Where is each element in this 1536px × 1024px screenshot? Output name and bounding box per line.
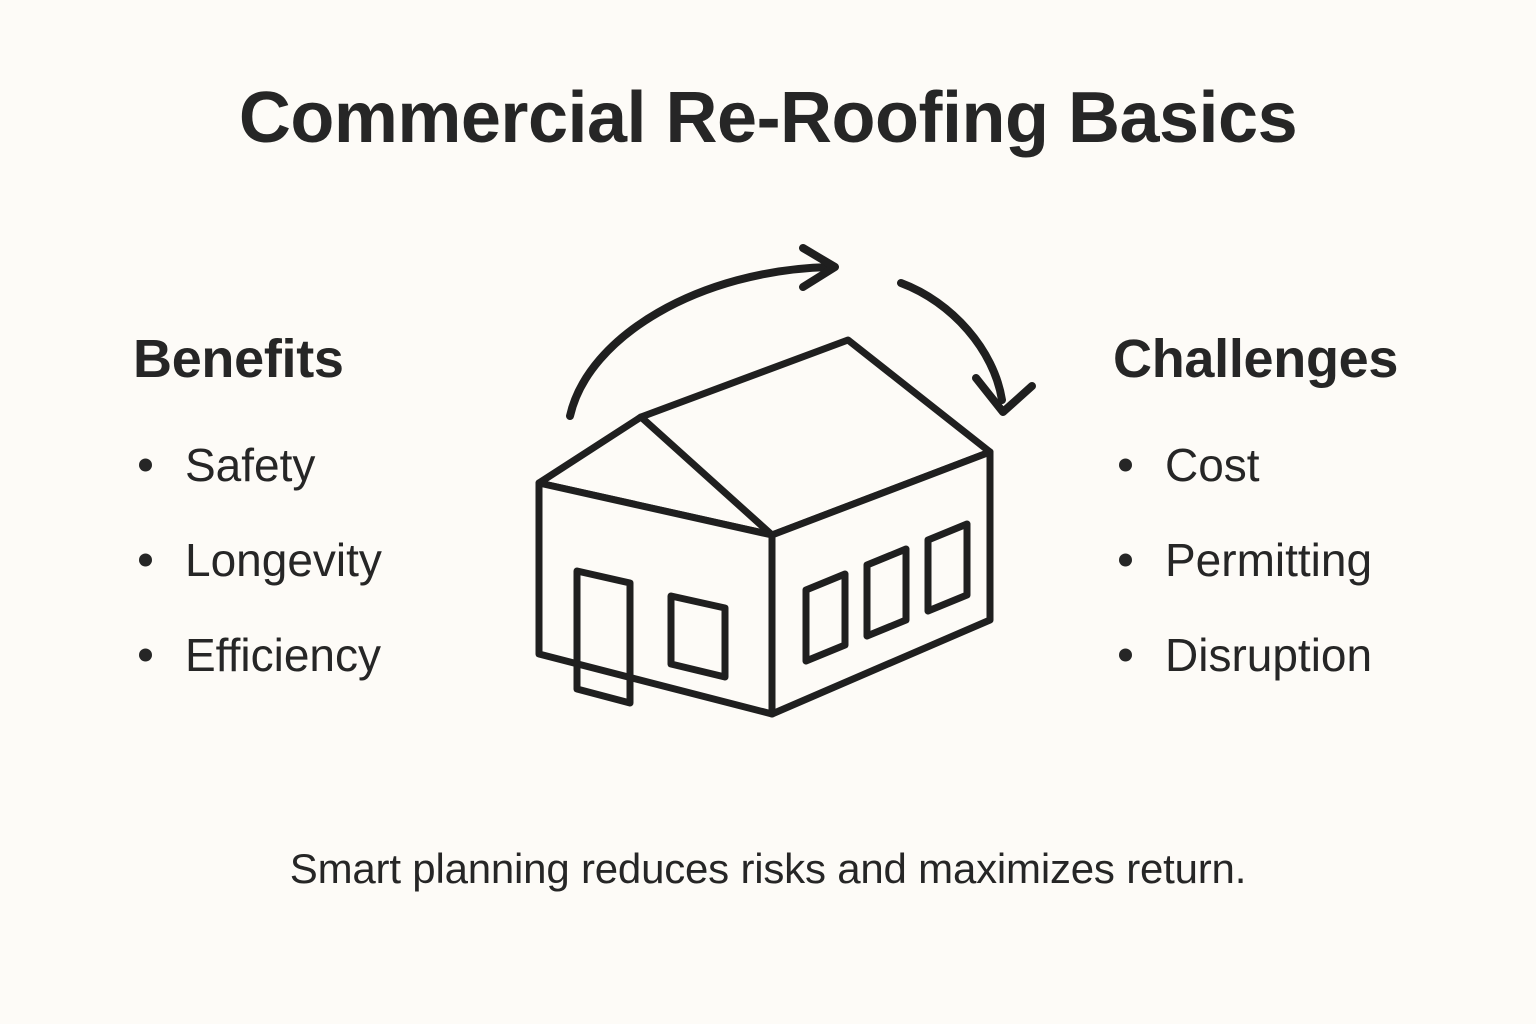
building-illustration bbox=[520, 240, 1040, 740]
caption-text: Smart planning reduces risks and maximiz… bbox=[289, 845, 1247, 892]
bullet-dot-icon bbox=[1119, 458, 1132, 472]
page-title: Commercial Re-Roofing Basics bbox=[238, 78, 1298, 158]
bullet-dot-icon bbox=[1119, 648, 1132, 662]
building-left-wall bbox=[535, 479, 776, 718]
list-item-label: Cost bbox=[1165, 439, 1260, 491]
challenges-column: Challenges Cost Permitting Disruption bbox=[1113, 332, 1513, 678]
right-wall-window-2 bbox=[863, 545, 910, 640]
bullet-dot-icon bbox=[139, 648, 152, 662]
list-item-label: Longevity bbox=[185, 534, 382, 586]
benefits-column: Benefits Safety Longevity Efficiency bbox=[133, 332, 533, 678]
list-item: Safety bbox=[133, 442, 533, 488]
curved-arrow-right-set-down-icon bbox=[897, 279, 1036, 416]
bullet-dot-icon bbox=[1119, 553, 1132, 567]
right-wall-window-1 bbox=[802, 570, 849, 665]
challenges-list: Cost Permitting Disruption bbox=[1113, 442, 1513, 678]
list-item-label: Efficiency bbox=[185, 629, 382, 681]
list-item-label: Safety bbox=[185, 439, 316, 491]
list-item: Efficiency bbox=[133, 632, 533, 678]
list-item: Permitting bbox=[1113, 537, 1513, 583]
bullet-dot-icon bbox=[139, 458, 152, 472]
challenges-heading: Challenges bbox=[1113, 329, 1399, 389]
list-item: Cost bbox=[1113, 442, 1513, 488]
list-item-label: Permitting bbox=[1165, 534, 1373, 586]
left-wall-window bbox=[667, 592, 729, 681]
list-item: Disruption bbox=[1113, 632, 1513, 678]
building-illustration-svg bbox=[535, 244, 1036, 718]
list-item: Longevity bbox=[133, 537, 533, 583]
curved-arrow-left-lift-off-icon bbox=[566, 244, 839, 420]
entry-door bbox=[573, 567, 634, 707]
benefits-heading: Benefits bbox=[133, 329, 344, 389]
benefits-list: Safety Longevity Efficiency bbox=[133, 442, 533, 678]
bullet-dot-icon bbox=[139, 553, 152, 567]
list-item-label: Disruption bbox=[1165, 629, 1373, 681]
right-wall-window-3 bbox=[924, 520, 971, 615]
